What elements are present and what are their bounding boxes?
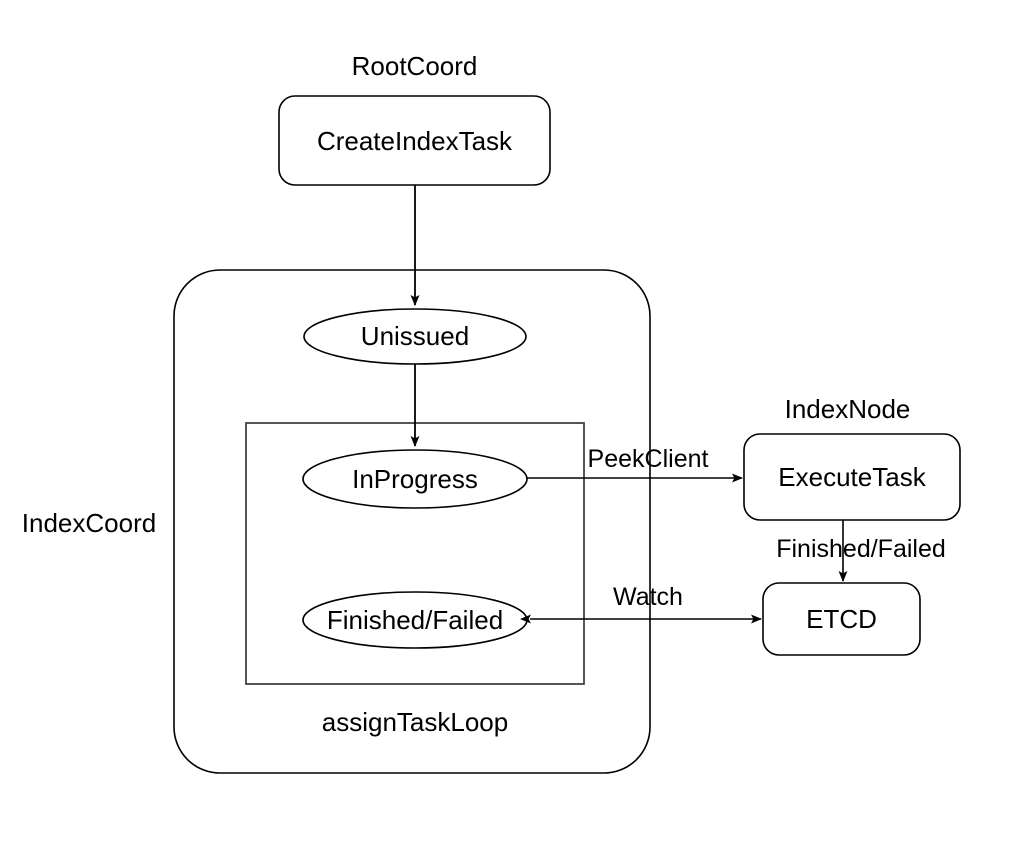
node-finished-failed[interactable] bbox=[302, 591, 528, 649]
node-execute-task[interactable] bbox=[743, 433, 961, 521]
node-create-index-task[interactable] bbox=[278, 95, 551, 186]
node-unissued[interactable] bbox=[303, 308, 527, 365]
group-index-coord-boundary bbox=[173, 269, 651, 774]
node-in-progress[interactable] bbox=[302, 449, 528, 509]
node-etcd[interactable] bbox=[762, 582, 921, 656]
